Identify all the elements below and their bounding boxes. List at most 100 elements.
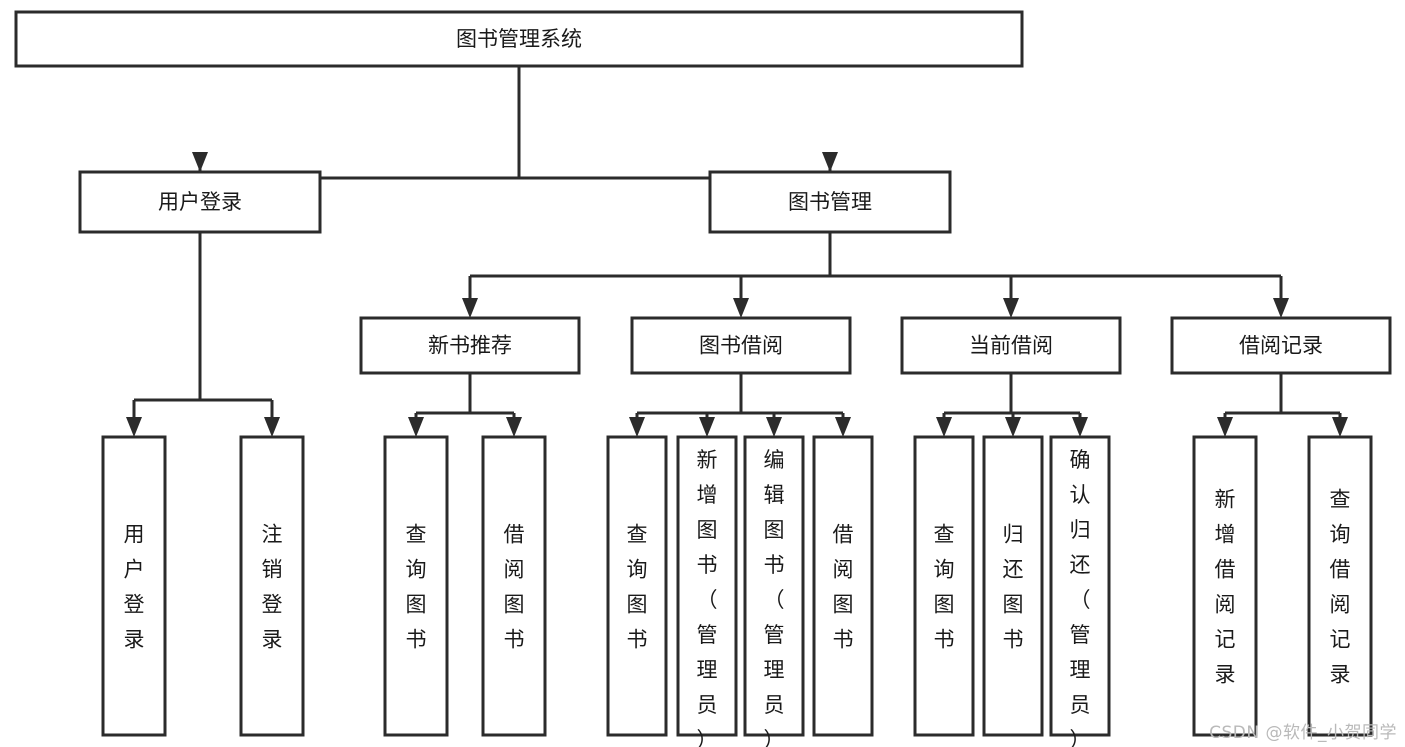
node-label-char: 借: [833, 523, 854, 547]
node-box: [101, 435, 167, 737]
node-label-char: 登: [262, 593, 283, 617]
node-label: 用户登录: [158, 190, 242, 214]
connector-layer: [126, 66, 1348, 437]
arrow-head-icon: [822, 152, 838, 172]
node-label: 借阅记录: [1239, 334, 1323, 358]
node-box: [239, 435, 305, 737]
node-label-char: 图: [697, 518, 718, 542]
node-label-char: 图: [764, 518, 785, 542]
node-label-char: ）: [1070, 728, 1091, 747]
node-label: 当前借阅: [969, 334, 1053, 358]
node-label-char: 查: [934, 523, 955, 547]
node-label-char: 确: [1070, 448, 1091, 472]
node-current-borrow[interactable]: 当前借阅: [900, 316, 1122, 375]
node-label-char: 图: [934, 593, 955, 617]
node-book-manage[interactable]: 图书管理: [708, 170, 952, 234]
arrow-head-icon: [462, 298, 478, 318]
node-label-char: 新: [1215, 488, 1236, 512]
node-label-char: 辑: [764, 483, 785, 507]
node-box: [14, 10, 1024, 68]
node-label-char: 增: [697, 483, 718, 507]
node-label-char: 管: [1070, 623, 1091, 647]
node-label-char: 书: [697, 553, 718, 577]
node-label-char: 新: [697, 448, 718, 472]
node-box: [1170, 316, 1392, 375]
node-label-char: 记: [1215, 628, 1236, 652]
node-box: [900, 316, 1122, 375]
node-label-char: 员: [764, 693, 785, 717]
node-label-char: 销: [262, 558, 283, 582]
node-box: [913, 435, 975, 737]
node-user-login[interactable]: 用户登录: [78, 170, 322, 234]
arrow-head-icon: [835, 417, 851, 437]
node-label-char: 图: [627, 593, 648, 617]
node-label-char: 借: [1330, 558, 1351, 582]
node-label-char: 阅: [504, 558, 525, 582]
node-label-char: 查: [627, 523, 648, 547]
node-label: 新书推荐: [428, 334, 512, 358]
arrow-head-icon: [408, 417, 424, 437]
arrow-head-icon: [733, 298, 749, 318]
node-label-char: 询: [406, 558, 427, 582]
node-leaf-user-login[interactable]: 用户登录: [101, 435, 167, 737]
node-box: [982, 435, 1044, 737]
node-new-book-rec[interactable]: 新书推荐: [359, 316, 581, 375]
node-label-char: （: [1070, 588, 1091, 612]
arrow-head-icon: [1003, 298, 1019, 318]
node-box: [708, 170, 952, 234]
node-label-char: 询: [934, 558, 955, 582]
arrow-head-icon: [1005, 417, 1021, 437]
node-box: [1049, 435, 1111, 737]
node-label-char: 增: [1215, 523, 1236, 547]
node-label-char: 编: [764, 448, 785, 472]
node-root[interactable]: 图书管理系统: [14, 10, 1024, 68]
node-label-char: 阅: [1330, 593, 1351, 617]
watermark-text: CSDN @软件_小贺同学: [1209, 723, 1397, 743]
node-label-char: （: [764, 588, 785, 612]
arrow-head-icon: [506, 417, 522, 437]
node-label-char: 认: [1070, 483, 1091, 507]
node-box: [630, 316, 852, 375]
node-box: [676, 435, 738, 737]
node-label-char: 理: [764, 658, 785, 682]
arrow-head-icon: [766, 417, 782, 437]
node-label-char: 书: [1003, 628, 1024, 652]
node-label-char: 录: [262, 628, 283, 652]
node-label-char: 户: [124, 558, 145, 582]
arrow-head-icon: [936, 417, 952, 437]
arrow-head-icon: [126, 417, 142, 437]
node-label-char: 理: [697, 658, 718, 682]
node-borrow-record[interactable]: 借阅记录: [1170, 316, 1392, 375]
node-label-char: ）: [697, 728, 718, 747]
node-label-char: 归: [1003, 523, 1024, 547]
node-label-char: 记: [1330, 628, 1351, 652]
node-label: 图书管理: [788, 190, 872, 214]
node-book-borrow[interactable]: 图书借阅: [630, 316, 852, 375]
node-label-char: 管: [764, 623, 785, 647]
node-label-char: 还: [1070, 553, 1091, 577]
node-label-char: 书: [627, 628, 648, 652]
node-box: [1192, 435, 1258, 737]
node-label-char: 管: [697, 623, 718, 647]
node-label-char: 理: [1070, 658, 1091, 682]
node-label-char: 阅: [1215, 593, 1236, 617]
node-label-char: 录: [124, 628, 145, 652]
node-label-char: 录: [1330, 663, 1351, 687]
node-box: [812, 435, 874, 737]
node-label-char: 登: [124, 593, 145, 617]
node-label-char: 员: [697, 693, 718, 717]
node-label-char: 书: [406, 628, 427, 652]
node-box: [1307, 435, 1373, 737]
